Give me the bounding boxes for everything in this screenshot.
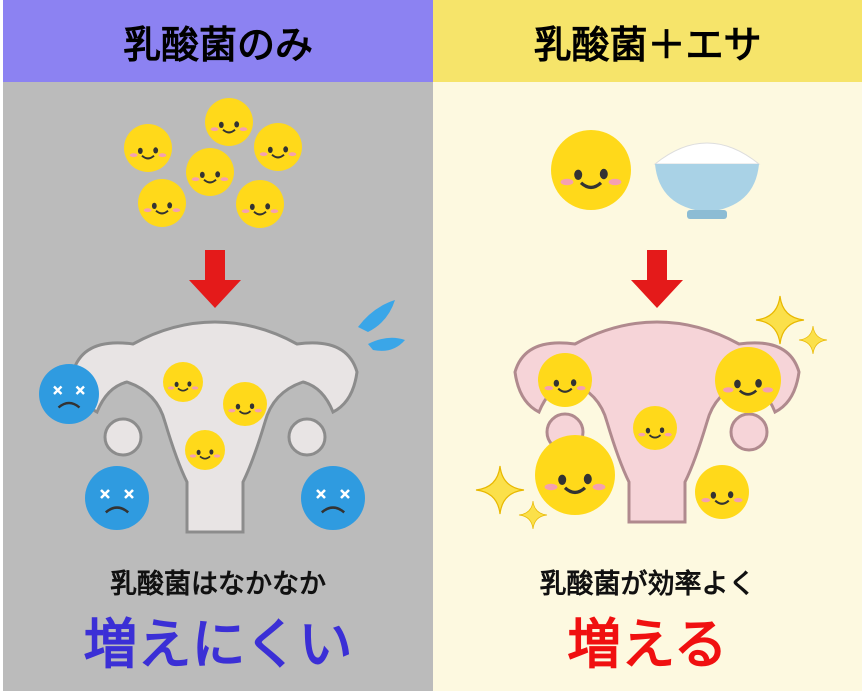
bacteria-face-icon [713,345,783,415]
panel-title: 乳酸菌＋エサ [433,0,862,82]
bacteria-face-icon [162,361,204,403]
bacteria-face-icon [123,123,173,173]
caption-line1: 乳酸菌はなかなか [110,569,326,600]
bacteria-face-icon [235,179,285,229]
arrow-down-icon [631,250,683,308]
panel-lactobacillus-only: 乳酸菌のみ [3,0,433,691]
bacteria-face-icon [549,128,633,212]
bacteria-face-icon [185,147,235,197]
sparkle-icon [518,500,548,530]
bacteria-face-icon [137,178,187,228]
bacteria-face-icon [533,433,617,517]
sad-face-icon [83,464,151,532]
sad-face-icon [299,464,367,532]
bacteria-face-icon [184,429,226,471]
caption-result: 増える [567,613,728,676]
panel-lactobacillus-plus-food: 乳酸菌＋エサ 乳酸菌が効率よく 増える [433,0,862,691]
sweat-drops-icon [358,300,405,351]
sad-face-icon [37,362,101,426]
bacteria-face-icon [693,463,751,521]
arrow-down-icon [189,250,241,308]
bacteria-face-icon [204,97,254,147]
sparkle-icon [475,465,525,515]
bacteria-face-icon [222,381,268,427]
sparkle-icon [798,325,828,355]
bacteria-face-icon [632,405,678,451]
rice-bowl-icon [653,142,761,219]
illustration-area [37,97,405,534]
panel-title: 乳酸菌のみ [3,0,433,82]
caption-result: 増えにくい [83,613,353,676]
bacteria-face-icon [253,122,303,172]
uterus-illustration [71,320,359,534]
bacteria-group [123,97,303,229]
sparkle-icon [755,295,805,345]
caption-line1: 乳酸菌が効率よく [539,569,756,600]
bacteria-face-icon [536,351,594,409]
illustration-area [475,128,828,530]
